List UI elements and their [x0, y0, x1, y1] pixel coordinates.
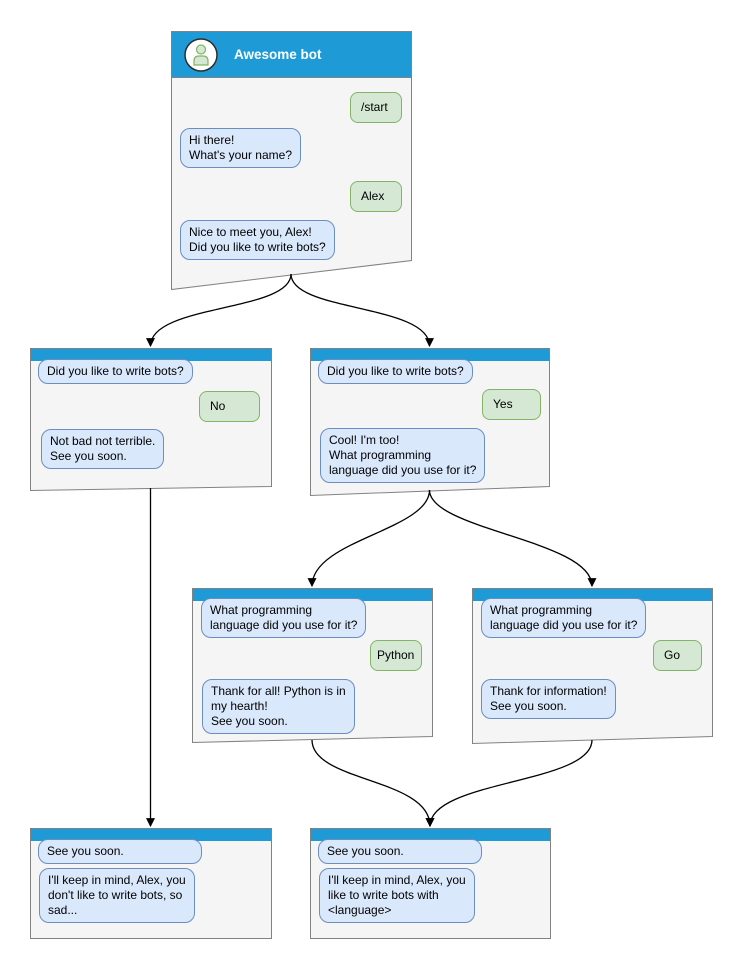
window-outlines: [30, 31, 713, 939]
user-message-bubble: No: [199, 391, 260, 422]
titlebar-strip-branch-yes: [311, 349, 549, 361]
bot-message-bubble: Did you like to write bots?: [318, 359, 473, 384]
connector-arrows: [146, 273, 597, 828]
user-message-bubble: /start: [350, 92, 402, 123]
user-message-bubble: Python: [370, 640, 422, 671]
titlebar-strip-end-yes: [311, 829, 550, 841]
bot-avatar: [184, 38, 218, 72]
titlebar-strip-branch-no: [31, 349, 271, 361]
bot-message-bubble: Cool! I'm too! What programming language…: [320, 428, 486, 483]
arrow-main-to-branch-yes: [290, 273, 434, 348]
arrow-yes-to-go: [428, 489, 597, 588]
user-message-bubble: Yes: [482, 389, 541, 420]
arrow-yes-to-python: [307, 489, 431, 588]
bot-message-bubble: Did you like to write bots?: [38, 359, 193, 384]
bot-message-bubble: See you soon.: [38, 839, 202, 864]
bot-message-bubble: Thank for all! Python is in my hearth! S…: [202, 679, 355, 734]
bot-message-bubble: Not bad not terrible. See you soon.: [41, 429, 165, 469]
main-window-header: Awesome bot: [171, 31, 412, 78]
bot-message-bubble: Thank for information! See you soon.: [481, 679, 616, 719]
bot-message-bubble: What programming language did you use fo…: [201, 598, 367, 638]
bot-message-bubble: See you soon.: [318, 839, 482, 864]
titlebar-strip-end-no: [31, 829, 271, 841]
bot-message-bubble: Nice to meet you, Alex! Did you like to …: [180, 220, 335, 260]
main-window-title: Awesome bot: [234, 47, 322, 62]
arrow-python-to-end-yes: [311, 739, 435, 828]
bot-message-bubble: What programming language did you use fo…: [481, 598, 647, 638]
arrow-main-to-branch-no: [146, 273, 292, 348]
user-message-bubble: Alex: [350, 181, 402, 212]
person-icon: [184, 38, 218, 72]
bot-message-bubble: I'll keep in mind, Alex, you like to wri…: [319, 868, 475, 923]
user-message-bubble: Go: [653, 640, 702, 671]
arrow-go-to-end-yes: [425, 739, 593, 828]
bot-message-bubble: Hi there! What's your name?: [180, 128, 302, 168]
bot-message-bubble: I'll keep in mind, Alex, you don't like …: [39, 868, 195, 923]
